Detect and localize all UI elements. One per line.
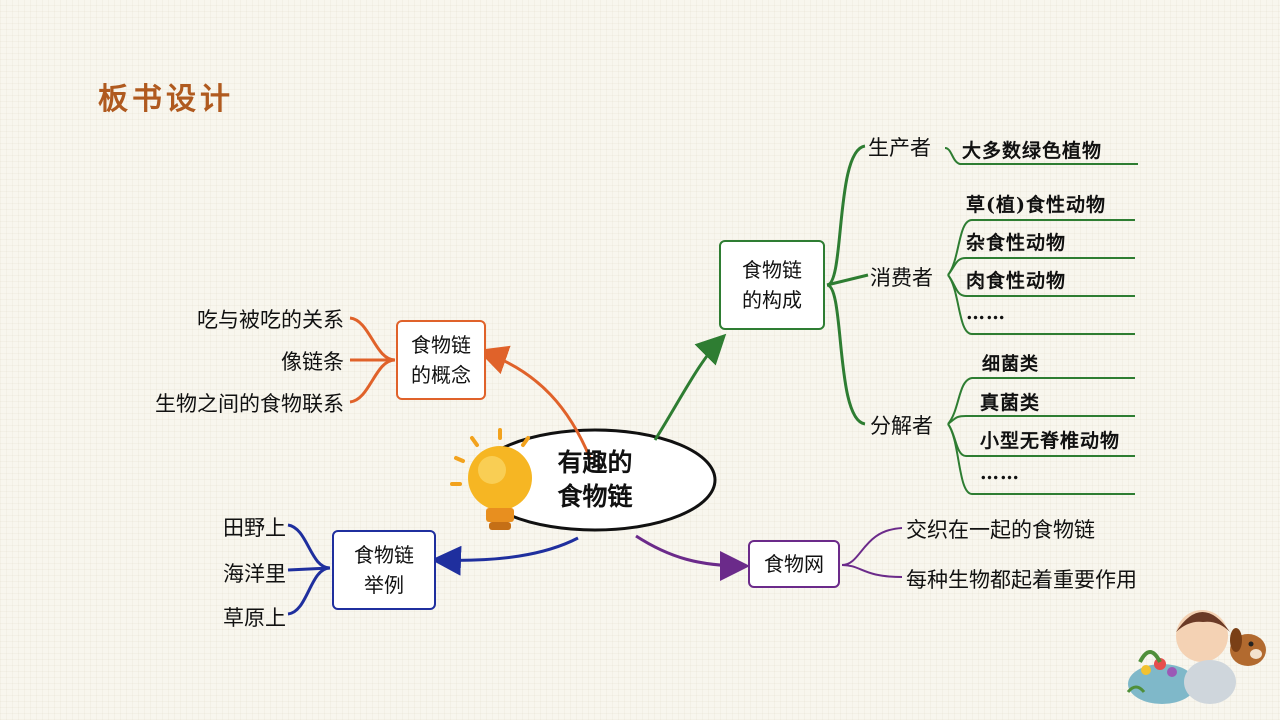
concept-box: 食物链 的概念 (396, 320, 486, 400)
child-and-dog-illustration (1126, 610, 1266, 704)
decomposer-label: 分解者 (870, 414, 933, 438)
lightbulb-icon (450, 428, 532, 530)
composition-box: 食物链 的构成 (719, 240, 825, 330)
decomposer-item-3: 小型无脊椎动物 (980, 430, 1121, 452)
consumer-label: 消费者 (870, 266, 933, 290)
producer-item-1: 大多数绿色植物 (962, 140, 1103, 162)
foodweb-item-2: 每种生物都起着重要作用 (906, 568, 1137, 592)
foodweb-box: 食物网 (748, 540, 840, 588)
decomposer-item-1: 细菌类 (982, 354, 1039, 375)
center-title: 有趣的 食物链 (557, 448, 633, 511)
examples-item-2: 海洋里 (223, 562, 286, 586)
concept-item-1: 吃与被吃的关系 (197, 308, 344, 332)
consumer-item-1: 草(植)食性动物 (966, 194, 1106, 216)
examples-item-3: 草原上 (223, 606, 286, 630)
foodweb-item-1: 交织在一起的食物链 (906, 518, 1095, 542)
slide-title: 板书设计 (98, 82, 234, 117)
examples-item-1: 田野上 (223, 516, 286, 540)
examples-box: 食物链 举例 (332, 530, 436, 610)
concept-item-2: 像链条 (281, 350, 344, 374)
producer-label: 生产者 (868, 136, 931, 160)
decomposer-item-4: …… (980, 462, 1020, 484)
concept-item-3: 生物之间的食物联系 (155, 392, 344, 416)
consumer-item-4: …… (966, 302, 1006, 324)
consumer-item-3: 肉食性动物 (966, 270, 1067, 292)
decomposer-item-2: 真菌类 (980, 392, 1041, 414)
consumer-item-2: 杂食性动物 (966, 232, 1067, 254)
